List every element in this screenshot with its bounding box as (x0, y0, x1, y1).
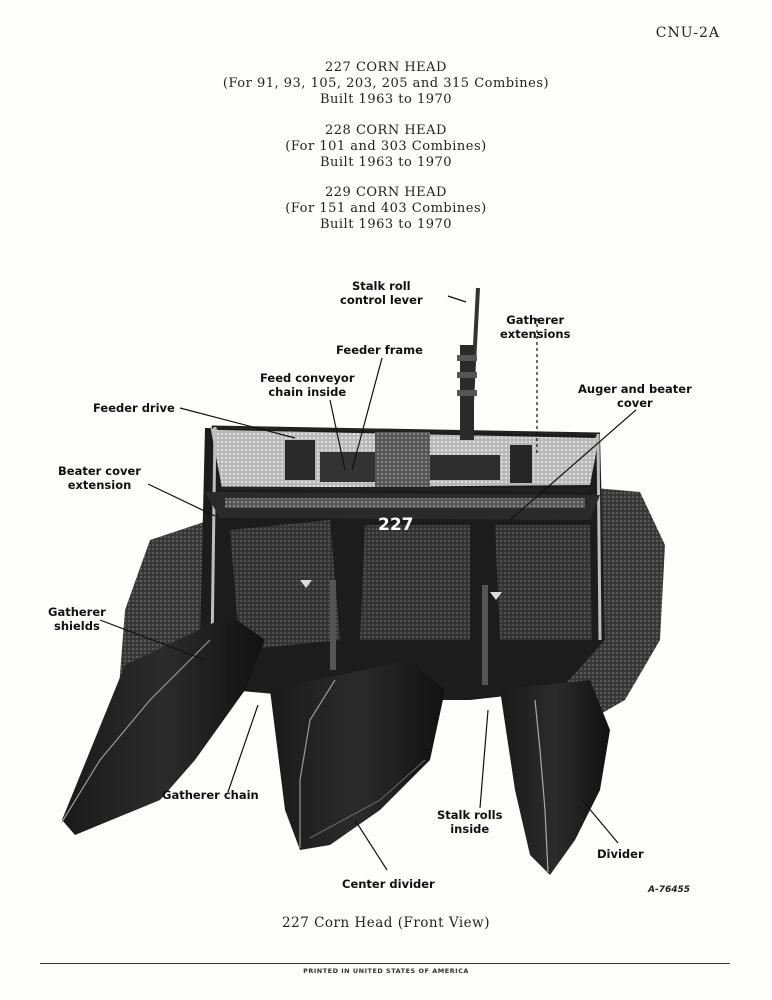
callout-divider: Divider (597, 847, 644, 861)
leader-lines (99, 295, 637, 871)
document-code: CNU-2A (655, 25, 720, 41)
callout-line: Center divider (342, 877, 435, 891)
callout-feed-conveyor-chain: Feed conveyor chain inside (260, 371, 355, 399)
callout-line: Gatherer (48, 605, 106, 619)
callout-line: Stalk rolls (437, 808, 503, 822)
callout-line: inside (450, 822, 490, 836)
title-block-229: 229 CORN HEAD (For 151 and 403 Combines)… (0, 185, 772, 233)
figure-number: A-76455 (648, 885, 691, 895)
callout-line: Divider (597, 847, 644, 861)
callout-line: Beater cover (58, 464, 141, 478)
title-block-227: 227 CORN HEAD (For 91, 93, 105, 203, 205… (0, 60, 772, 108)
printed-in-usa: PRINTED IN UNITED STATES OF AMERICA (303, 967, 469, 975)
callout-gatherer-extensions: Gatherer extensions (500, 313, 570, 341)
callout-line: Feeder drive (93, 401, 175, 415)
title-block-228: 228 CORN HEAD (For 101 and 303 Combines)… (0, 123, 772, 171)
footer-rule (40, 963, 730, 964)
callout-stalk-rolls-inside: Stalk rolls inside (437, 808, 502, 836)
model-title: 228 CORN HEAD (325, 123, 447, 138)
model-title: 227 CORN HEAD (325, 60, 447, 75)
model-title: 229 CORN HEAD (325, 185, 447, 200)
built-line: Built 1963 to 1970 (319, 217, 453, 232)
left-snout (62, 615, 265, 835)
callout-line: Stalk roll (352, 279, 411, 293)
corn-head-illustration: 227 (61, 287, 665, 875)
right-snout (500, 680, 610, 875)
callout-gatherer-shields: Gatherer shields (48, 605, 106, 633)
callout-feeder-frame: Feeder frame (336, 343, 423, 357)
callout-beater-cover-extension: Beater cover extension (58, 464, 141, 492)
callout-feeder-drive: Feeder drive (93, 401, 175, 415)
callout-line: extensions (500, 327, 571, 341)
built-line: Built 1963 to 1970 (319, 92, 453, 107)
combines-line: (For 101 and 303 Combines) (285, 139, 487, 154)
callout-line: Feeder frame (336, 343, 423, 357)
feeder-drive (285, 440, 315, 480)
callout-auger-beater-cover: Auger and beater cover (578, 382, 692, 410)
callout-line: control lever (340, 293, 423, 307)
center-snout (270, 660, 445, 850)
combines-line: (For 151 and 403 Combines) (285, 201, 487, 216)
callout-line: extension (67, 478, 132, 492)
callout-line: Gatherer (506, 313, 565, 327)
callout-stalk-roll-control-lever: Stalk roll control lever (340, 279, 423, 307)
callout-gatherer-chain: Gatherer chain (162, 788, 259, 802)
callout-line: shields (54, 619, 100, 633)
callout-line: cover (617, 396, 653, 410)
callout-line: Gatherer chain (162, 788, 259, 802)
callout-center-divider: Center divider (342, 877, 435, 891)
figure-caption: 227 Corn Head (Front View) (282, 915, 490, 931)
built-line: Built 1963 to 1970 (319, 155, 453, 170)
callout-line: chain inside (268, 385, 347, 399)
combines-line: (For 91, 93, 105, 203, 205 and 315 Combi… (222, 76, 550, 91)
callout-line: Feed conveyor (260, 371, 355, 385)
callout-line: Auger and beater (578, 382, 692, 396)
machine-number: 227 (378, 515, 414, 535)
